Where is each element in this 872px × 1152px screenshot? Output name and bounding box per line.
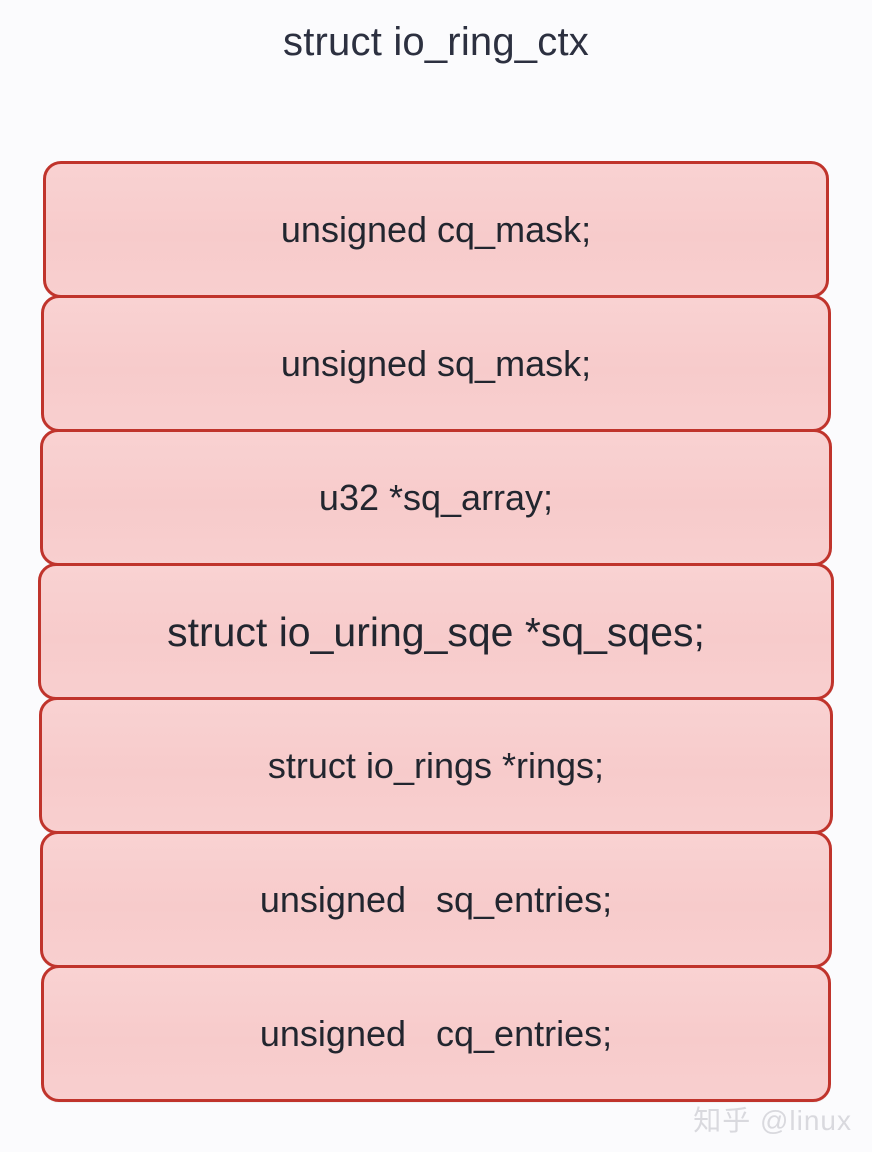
struct-field-row: unsigned sq_mask; [41,295,831,432]
struct-field-label: struct io_uring_sqe *sq_sqes; [167,608,705,655]
struct-field-label: unsigned cq_mask; [280,208,592,250]
struct-field-label: unsigned cq_entries; [259,1012,613,1054]
struct-field-row: u32 *sq_array; [40,429,832,566]
struct-field-stack: unsigned cq_mask; unsigned sq_mask; u32 … [0,161,872,1102]
struct-field-label: u32 *sq_array; [318,476,554,518]
struct-field-row: unsigned cq_mask; [43,161,829,298]
watermark: 知乎 @linux [693,1105,852,1136]
struct-field-row: unsigned cq_entries; [41,965,831,1102]
struct-field-label: unsigned sq_entries; [259,878,613,920]
struct-field-label: unsigned sq_mask; [280,342,592,384]
struct-field-row: struct io_rings *rings; [39,697,833,834]
struct-field-row: unsigned sq_entries; [40,831,832,968]
struct-field-label: struct io_rings *rings; [267,744,605,786]
page-title: struct io_ring_ctx [283,20,589,64]
struct-field-row: struct io_uring_sqe *sq_sqes; [38,563,834,700]
